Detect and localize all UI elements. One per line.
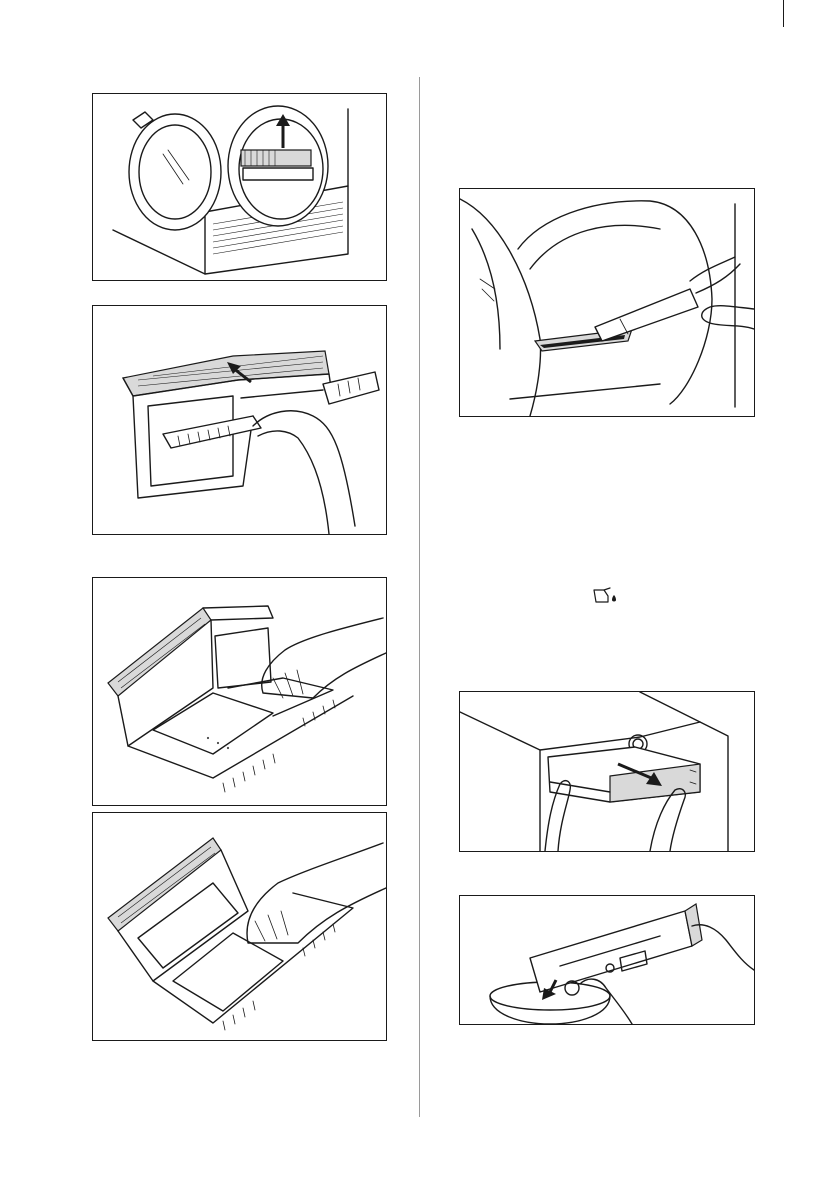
vacuum-filter-seat-illustration [460, 189, 754, 416]
figure-water-container-empty [459, 895, 755, 1025]
figure-vacuum-filter-seat [459, 188, 755, 417]
filter-open-illustration [93, 306, 386, 534]
dryer-door-illustration [93, 94, 386, 280]
filter-clean-inner-illustration [93, 578, 386, 805]
figure-filter-clean-outer [92, 812, 387, 1041]
figure-filter-clean-inner [92, 577, 387, 806]
water-container-pull-illustration [460, 692, 754, 851]
figure-water-container-pull [459, 691, 755, 852]
figure-filter-open [92, 305, 387, 535]
column-divider [419, 77, 420, 1117]
page-corner-mark [783, 0, 784, 27]
figure-door-filter-remove [92, 93, 387, 281]
hand-icon [262, 618, 386, 698]
filter-clean-outer-illustration [93, 813, 386, 1040]
vacuum-icon [595, 264, 740, 341]
water-container-empty-illustration [460, 896, 754, 1024]
water-container-full-icon [590, 586, 618, 608]
hand-icon [247, 843, 386, 943]
